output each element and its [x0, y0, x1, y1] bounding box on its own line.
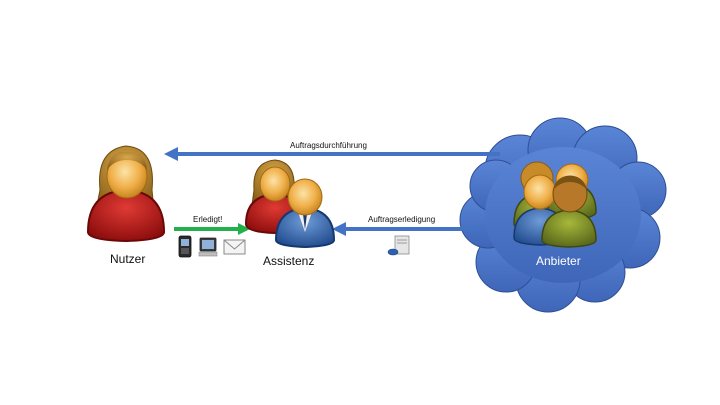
- assistant-pair-icon: [244, 159, 336, 249]
- order-completion-arrow: [332, 222, 478, 236]
- female-user-icon: [86, 145, 166, 243]
- server-icon: [387, 235, 410, 256]
- user-label: Nutzer: [110, 252, 146, 266]
- order-execution-arrow: [164, 147, 500, 161]
- order-execution-label: Auftragsdurchführung: [290, 141, 367, 150]
- mobile-phone-icon: [178, 235, 192, 258]
- envelope-icon: [223, 239, 246, 255]
- provider-group-icon: [513, 161, 597, 248]
- computer-icon: [198, 237, 218, 257]
- done-arrow: [174, 223, 250, 235]
- provider-label: Anbieter: [536, 254, 581, 268]
- done-label: Erledigt!: [193, 215, 223, 224]
- order-completion-label: Auftragserledigung: [368, 215, 436, 224]
- assistant-label: Assistenz: [263, 254, 315, 268]
